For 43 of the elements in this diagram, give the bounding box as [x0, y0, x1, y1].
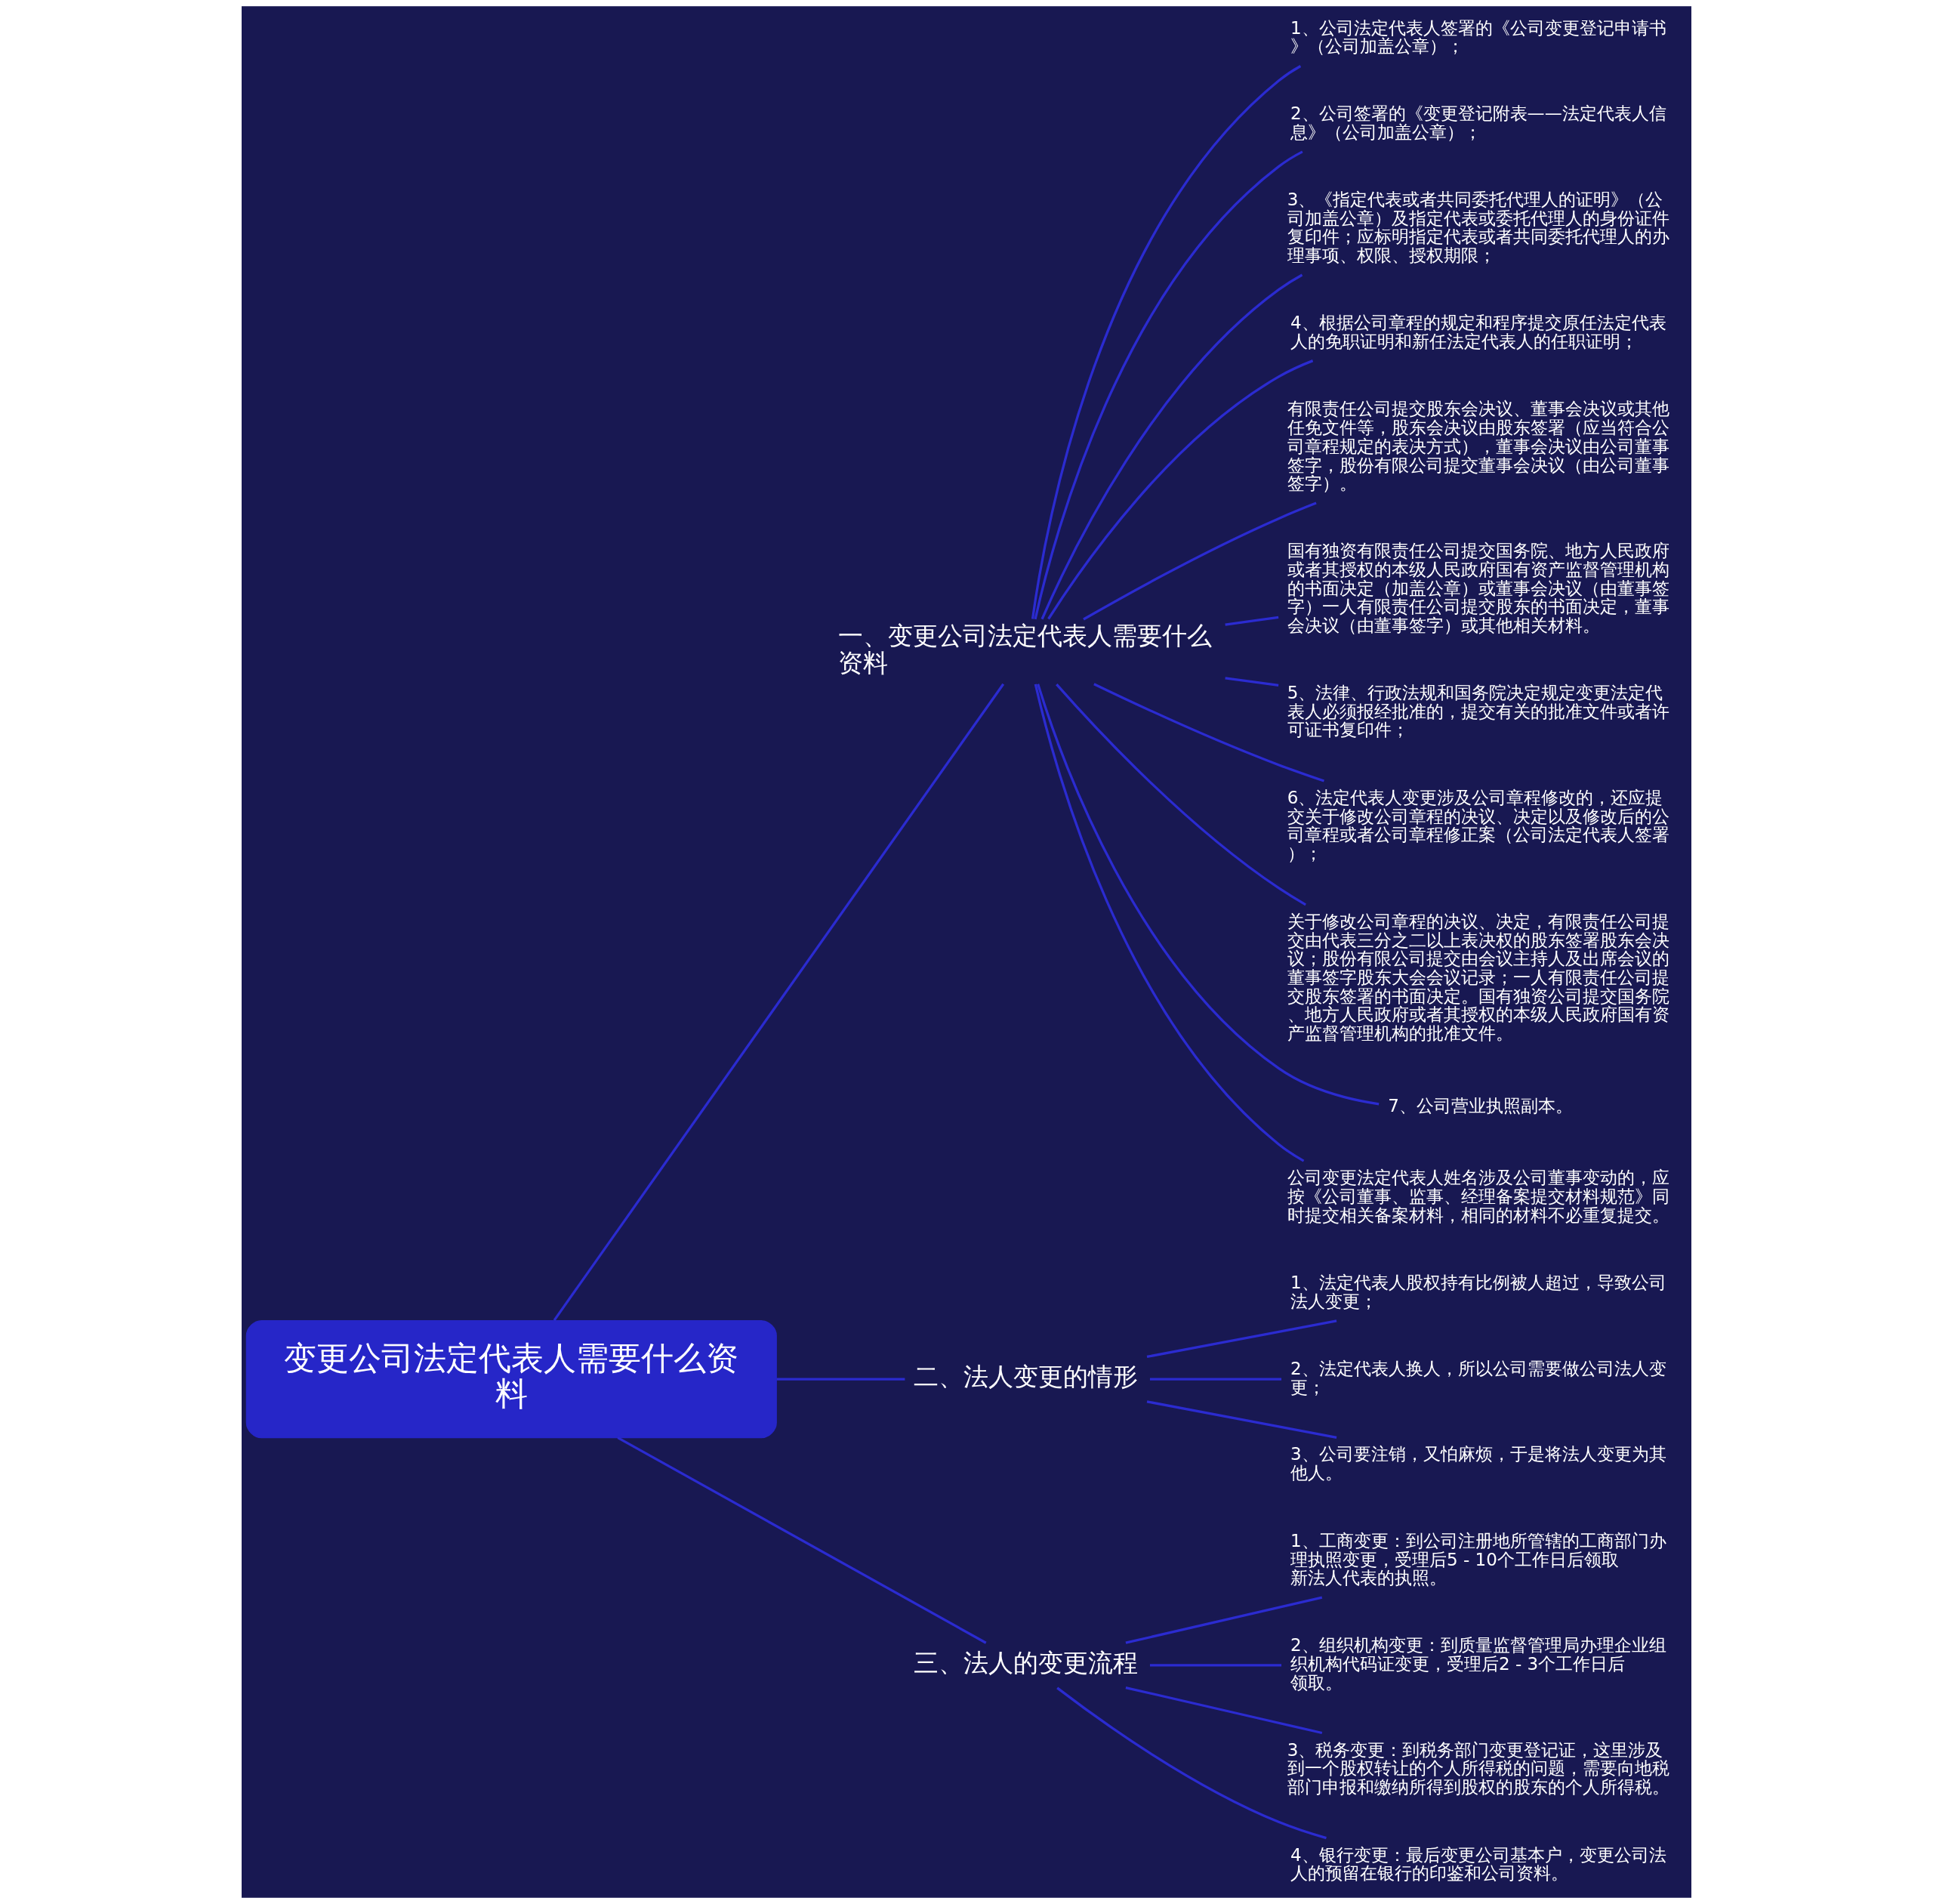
node-text: 关于修改公司章程的决议、决定，有限责任公司提交由代表三分之二以上表决权的股东签署股东会决议；股份有限公司提交由会议主持人及出席会议的董事签字股东大会会议记录；一人有限责任公司提交股东签署的书面决定。国有独资公司提交国务院、地方人民政府或者其授权的本级人民政府国有资产监督管理机构的批准文件。 [1287, 911, 1669, 1044]
node-text: 3、税务变更：到税务部门变更登记证，这里涉及到一个股权转让的个人所得税的问题，需要向地税部门申报和缴纳所得到股权的股东的个人所得税。 [1287, 1739, 1669, 1797]
node-text: 公司变更法定代表人姓名涉及公司董事变动的，应按《公司董事、监事、经理备案提交材料规范》同时提交相关备案材料，相同的材料不必重复提交。 [1287, 1168, 1669, 1225]
node-text: 三、法人的变更流程 [914, 1648, 1139, 1678]
connector [1034, 684, 1305, 1162]
connector [1149, 1664, 1282, 1667]
node-text: 1、公司法定代表人签署的《公司变更登记申请书》（公司加盖公章）； [1290, 17, 1666, 57]
connector [1040, 273, 1303, 620]
connector [553, 683, 1005, 1322]
node-text: 二、法人变更的情形 [914, 1362, 1139, 1392]
connector [1093, 683, 1324, 782]
connector [1146, 1400, 1337, 1440]
node-text: 2、法定代表人换人，所以公司需要做公司法人变更； [1290, 1358, 1666, 1397]
node-text: 6、法定代表人变更涉及公司章程修改的，还应提交关于修改公司章程的决议、决定以及修改后的公司章程或者公司章程修正案（公司法定代表人签署）； [1287, 788, 1669, 864]
connector [1083, 501, 1317, 621]
node-text: 4、根据公司章程的规定和程序提交原任法定代表人的免职证明和新任法定代表人的任职证明； [1290, 313, 1666, 351]
node-text: 有限责任公司提交股东会决议、董事会决议或其他任免文件等，股东会决议由股东签署（应当符合公司章程规定的表决方式），董事会决议由公司董事签字，股份有限公司提交董事会决议（由公司董事签字）。 [1287, 399, 1669, 494]
connector [1047, 360, 1314, 620]
node-text: 2、公司签署的《变更登记附表——法定代表人信息》（公司加盖公章）； [1290, 103, 1666, 143]
node-text: 1、工商变更：到公司注册地所管辖的工商部门办理执照变更，受理后5 - 10个工作日后领取新法人代表的执照。 [1290, 1530, 1666, 1588]
connector [617, 1436, 987, 1644]
connector [1149, 1378, 1282, 1381]
connector [1034, 150, 1303, 620]
node-text: 3、公司要注销，又怕麻烦，于是将法人变更为其他人。 [1290, 1444, 1666, 1483]
connector [1056, 1686, 1327, 1840]
node-text: 4、银行变更：最后变更公司基本户，变更公司法人的预留在银行的印鉴和公司资料。 [1290, 1844, 1666, 1884]
node-text: 2、组织机构变更：到质量监督管理局办理企业组织机构代码证变更，受理后2 - 3个工作日后领取。 [1290, 1635, 1666, 1693]
connector [1225, 616, 1279, 626]
connector [1037, 684, 1380, 1106]
node-text: 一、变更公司法定代表人需要什么资料 [838, 620, 1213, 678]
node-text: 3、《指定代表或者共同委托代理人的证明》（公司加盖公章）及指定代表或委托代理人的身份证件复印件；应标明指定代表或者共同委托代理人的办理事项、权限、授权期限； [1287, 190, 1669, 266]
connector [1146, 1319, 1337, 1359]
connector [1125, 1596, 1323, 1644]
connector [1056, 684, 1306, 906]
connector [776, 1378, 905, 1381]
node-text: 7、公司营业执照副本。 [1388, 1095, 1573, 1116]
connector [1031, 65, 1302, 619]
node-text: 1、法定代表人股权持有比例被人超过，导致公司法人变更； [1290, 1273, 1666, 1311]
node-box: 变更公司法定代表人需要什么资料 [245, 1319, 777, 1439]
node-text: 国有独资有限责任公司提交国务院、地方人民政府或者其授权的本级人民政府国有资产监督管理机构的书面决定（加盖公章）或董事会决议（由董事签字）一人有限责任公司提交股东的书面决定，董事会决议（由董事签字）或其他相关材料。 [1287, 541, 1669, 635]
node-text: 5、法律、行政法规和国务院决定规定变更法定代表人必须报经批准的，提交有关的批准文件或者许可证书复印件； [1287, 682, 1669, 740]
connector [1125, 1686, 1323, 1735]
connector [1225, 677, 1279, 687]
